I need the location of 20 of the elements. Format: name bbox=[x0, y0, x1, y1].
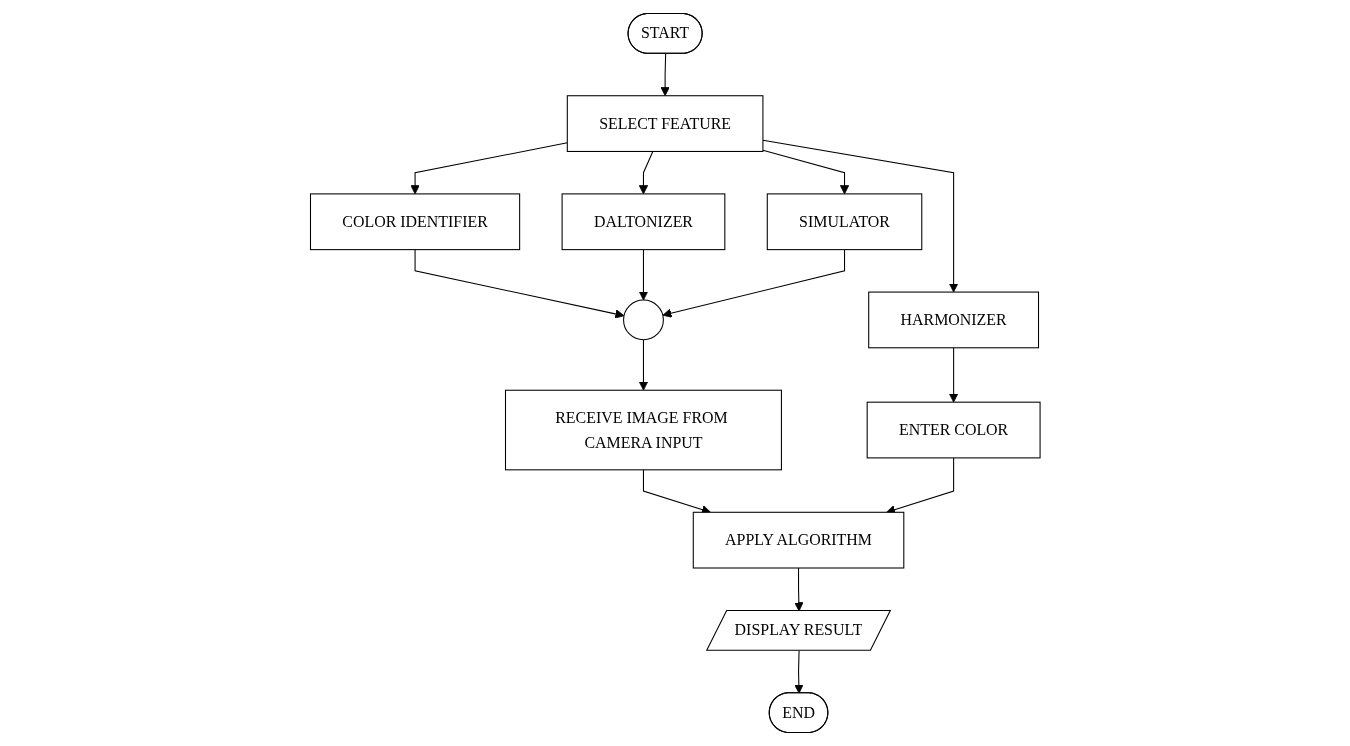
node-circle bbox=[622, 299, 664, 341]
arrow bbox=[414, 249, 625, 319]
node-box: APPLY ALGORITHM bbox=[692, 511, 905, 569]
arrow bbox=[638, 339, 648, 391]
node-box: ENTER COLOR bbox=[866, 401, 1041, 459]
node-box: SIMULATOR bbox=[766, 193, 923, 251]
node-box: HARMONIZER bbox=[867, 291, 1039, 349]
arrow bbox=[762, 139, 958, 293]
arrow bbox=[638, 249, 648, 301]
arrow bbox=[948, 347, 958, 403]
arrow bbox=[638, 150, 654, 195]
arrow bbox=[662, 249, 845, 318]
arrow bbox=[762, 149, 849, 195]
arrow bbox=[793, 650, 804, 694]
arrow bbox=[410, 142, 568, 195]
node-box: COLOR IDENTIFIER bbox=[309, 193, 520, 251]
arrow bbox=[660, 53, 670, 97]
node-box: RECEIVE IMAGE FROM CAMERA INPUT bbox=[504, 389, 782, 471]
node-box: SELECT FEATURE bbox=[566, 95, 764, 152]
node-box: DALTONIZER bbox=[561, 193, 726, 251]
